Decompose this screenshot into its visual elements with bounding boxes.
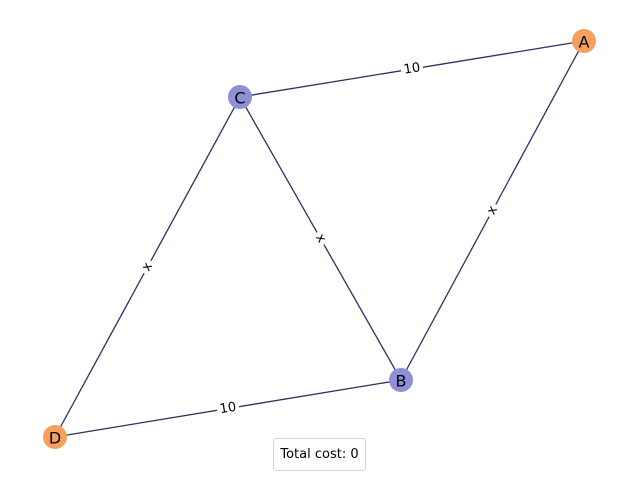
edge-label-background: [482, 200, 503, 221]
edge-label-c-b: x: [310, 228, 331, 249]
edge-labels-layer: 10 x x x 10: [137, 59, 503, 419]
edge-label-background: [310, 228, 331, 249]
edge-label-c-a: 10: [399, 59, 425, 79]
node-label: A: [579, 33, 590, 52]
node-circle[interactable]: [228, 85, 252, 109]
node-label: C: [234, 89, 245, 108]
node-label: B: [396, 372, 407, 391]
edge-label-background: [215, 398, 241, 419]
total-cost-label: Total cost: 0: [280, 447, 359, 462]
node-b[interactable]: B: [389, 368, 413, 392]
node-label: D: [49, 429, 61, 448]
node-circle[interactable]: [389, 368, 413, 392]
edge-label-d-b: 10: [215, 398, 241, 419]
edge-label-c-d: x: [137, 257, 158, 277]
edge-weight-text: 10: [219, 400, 238, 417]
edge-label-a-b: x: [482, 200, 503, 221]
nodes-layer: A B C D: [43, 29, 596, 449]
edge-weight-text: 10: [403, 60, 422, 77]
edge-label-background: [137, 257, 158, 277]
node-c[interactable]: C: [228, 85, 252, 109]
node-circle[interactable]: [572, 29, 596, 53]
edge-label-background: [399, 59, 425, 79]
node-circle[interactable]: [43, 425, 67, 449]
total-cost-box: Total cost: 0: [273, 438, 366, 471]
node-d[interactable]: D: [43, 425, 67, 449]
node-a[interactable]: A: [572, 29, 596, 53]
